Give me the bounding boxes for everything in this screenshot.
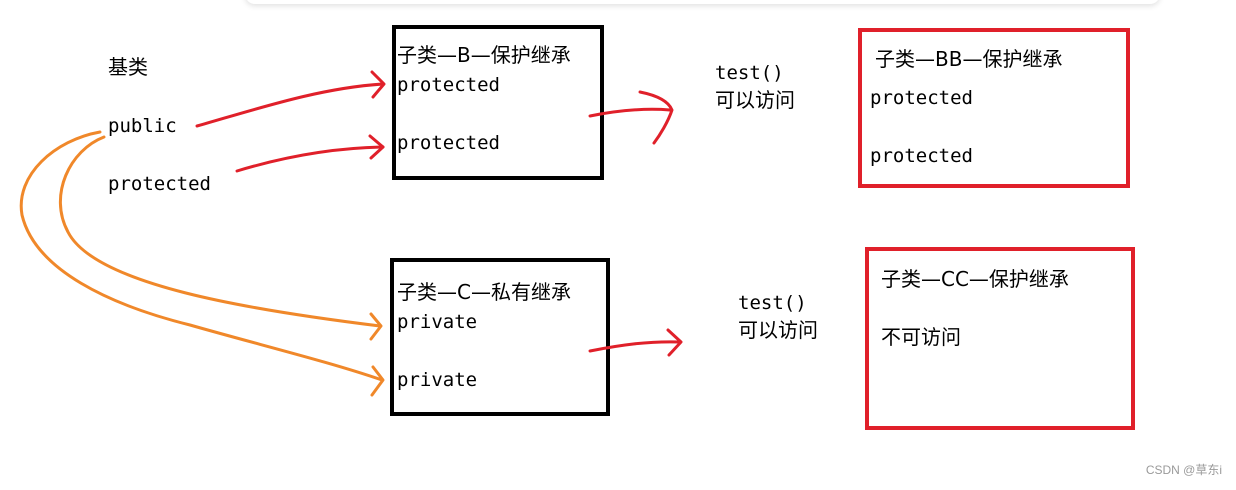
box-bb-title: 子类—BB—保护继承 xyxy=(875,47,1063,71)
box-cc-line1: 不可访问 xyxy=(881,325,961,349)
box-b-line2: protected xyxy=(397,132,500,154)
box-subclass-c xyxy=(390,258,610,416)
box-b-title: 子类—B—保护继承 xyxy=(397,43,571,67)
box-c-line2: private xyxy=(397,369,478,391)
red-arrow-public-to-b xyxy=(195,70,386,128)
box-bb-line1: protected xyxy=(870,87,973,109)
box-c-line1: private xyxy=(397,311,478,333)
box-bb-line2: protected xyxy=(870,145,973,167)
note-c-text: 可以访问 xyxy=(738,318,818,342)
watermark: CSDN @草东i xyxy=(1145,463,1222,477)
base-public-label: public xyxy=(108,115,177,137)
note-b-text: 可以访问 xyxy=(715,88,795,112)
box-subclass-cc xyxy=(865,247,1135,430)
box-cc-title: 子类—CC—保护继承 xyxy=(881,267,1069,291)
note-c-func: test() xyxy=(738,292,807,314)
box-c-title: 子类—C—私有继承 xyxy=(397,280,571,304)
red-arrow-protected-to-b xyxy=(235,134,385,173)
base-class-title: 基类 xyxy=(108,55,148,79)
box-subclass-bb xyxy=(858,28,1130,188)
base-protected-label: protected xyxy=(108,173,211,195)
red-arrow-b-to-test xyxy=(588,90,674,145)
top-bar-edge xyxy=(245,0,1160,4)
box-subclass-b xyxy=(392,25,604,180)
red-arrow-c-to-test xyxy=(588,328,683,357)
orange-arrow-public-to-c-1 xyxy=(58,135,383,341)
note-b-func: test() xyxy=(715,62,784,84)
box-b-line1: protected xyxy=(397,74,500,96)
orange-arrow-public-to-c-2 xyxy=(19,130,385,397)
